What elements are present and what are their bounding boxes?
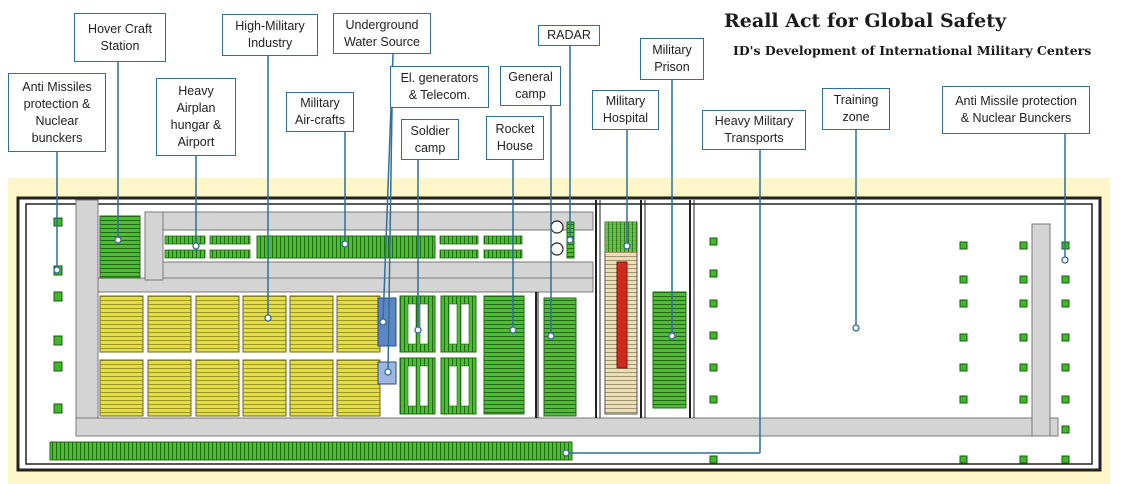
leader-dots	[53, 236, 1069, 457]
label-soldier-camp: Soldier camp	[401, 119, 459, 160]
label-hovercraft-station: Hover Craft Station	[74, 13, 166, 62]
hovercraft-station	[99, 215, 141, 279]
roads	[75, 199, 1059, 437]
label-rocket-house: Rocket House	[486, 116, 544, 160]
military-hospital	[604, 221, 638, 415]
label-heavy-transports: Heavy Military Transports	[702, 110, 806, 150]
label-anti-missile-left: Anti Missiles protection & Nuclear bunck…	[8, 73, 106, 152]
label-generators-telecom: El. generators & Telecom.	[390, 66, 489, 108]
label-military-industry: High-Military Industry	[222, 14, 318, 56]
airplane-hangar	[164, 235, 251, 259]
label-anti-missile-right: Anti Missile protection & Nuclear Buncke…	[942, 86, 1090, 134]
generator-blocks	[439, 235, 523, 259]
label-military-hospital: Military Hospital	[592, 90, 659, 130]
rocket-house	[483, 295, 525, 415]
page-subtitle: ID's Development of International Milita…	[733, 43, 1092, 58]
underground-water-source	[377, 297, 397, 385]
bunkers-right	[709, 237, 1070, 464]
heavy-transports	[49, 441, 573, 461]
label-radar: RADAR	[538, 25, 600, 46]
label-military-prison: Military Prison	[640, 38, 704, 80]
label-training-zone: Training zone	[822, 88, 890, 130]
leader-lines	[56, 46, 1066, 454]
label-military-aircrafts: Military Air-crafts	[286, 92, 354, 132]
label-airplane-hangar: Heavy Airplan hungar & Airport	[156, 78, 236, 156]
military-prison	[652, 291, 687, 409]
label-general-camp: General camp	[500, 66, 561, 106]
military-industry	[99, 295, 381, 417]
page-title: Reall Act for Global Safety	[724, 10, 1007, 32]
general-camp	[543, 297, 577, 417]
division-walls	[535, 200, 695, 418]
inner-wall	[25, 203, 1093, 465]
label-water-source: Underground Water Source	[333, 13, 431, 54]
soldier-camp-inner	[407, 303, 470, 407]
